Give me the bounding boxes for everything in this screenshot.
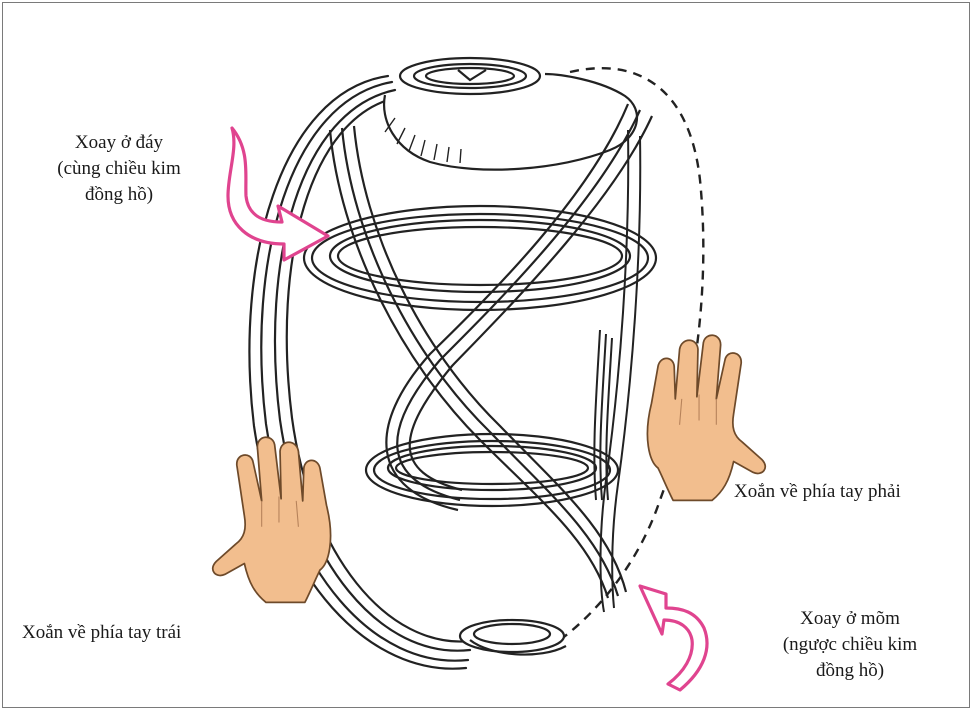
descending-band	[330, 126, 626, 598]
label-base-rotation-line1: Xoay ở đáy	[30, 130, 208, 156]
label-apex-rotation: Xoay ở mõm (ngược chiều kim đồng hồ)	[758, 606, 942, 684]
upper-ring	[304, 206, 656, 310]
label-base-rotation-line3: đồng hồ)	[30, 182, 208, 208]
label-apex-rotation-line2: (ngược chiều kim	[758, 632, 942, 658]
counterclockwise-arrow-icon	[640, 586, 707, 690]
label-base-rotation-line2: (cùng chiều kim	[30, 156, 208, 182]
label-apex-rotation-line1: Xoay ở mõm	[758, 606, 942, 632]
label-apex-rotation-line3: đồng hồ)	[758, 658, 942, 684]
label-right-twist: Xoắn về phía tay phải	[734, 479, 901, 505]
left-hand-icon	[213, 437, 331, 602]
clockwise-arrow-icon	[228, 128, 328, 260]
label-left-twist: Xoắn về phía tay trái	[22, 620, 181, 646]
bottom-coil	[460, 620, 566, 655]
lower-ring	[366, 434, 618, 506]
right-vertical-band	[594, 130, 640, 612]
label-base-rotation: Xoay ở đáy (cùng chiều kim đồng hồ)	[30, 130, 208, 208]
right-hand-icon	[647, 335, 765, 500]
